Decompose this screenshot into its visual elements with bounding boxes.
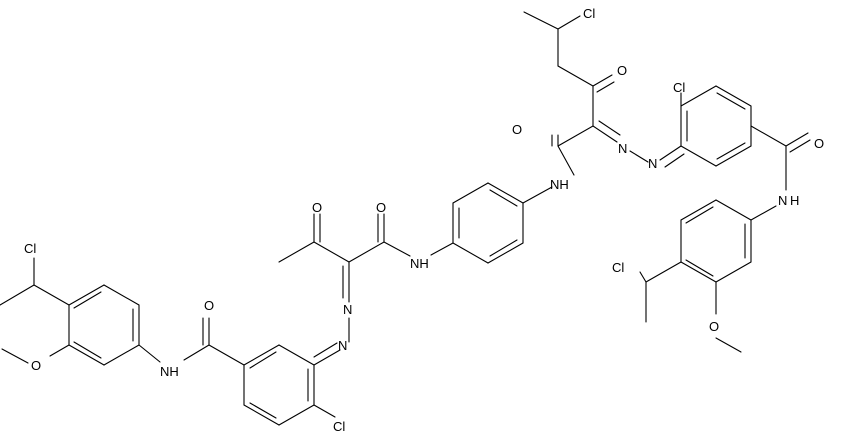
cl-right-chloroethyl-label: Cl — [612, 260, 624, 275]
o-right-methoxy-label: O — [709, 319, 719, 334]
o-top-ketone-label: O — [617, 63, 627, 78]
o-right-amide1-label: O — [512, 122, 522, 137]
nh-left-amide2-label: NH — [160, 364, 179, 379]
o-left-ketone-label: O — [312, 200, 322, 215]
azo-n-left-2: N — [338, 338, 347, 353]
bond-lines — [0, 11, 811, 426]
nh-right-amide1-label: NH — [550, 177, 569, 192]
cl-left-chloroethyl-label: Cl — [24, 241, 36, 256]
azo-n-right-1: N — [618, 141, 627, 156]
o-left-amide2-label: O — [204, 298, 214, 313]
cl-ring-left-label: Cl — [333, 419, 345, 434]
cl-ring-right-label: Cl — [673, 80, 685, 95]
o-left-methoxy-label: O — [31, 358, 41, 373]
h-right-amide2-label: H — [790, 193, 799, 208]
n-right-amide2-label: N — [778, 193, 787, 208]
azo-n-right-2: N — [648, 156, 657, 171]
nh-left-amide1-label: NH — [410, 256, 429, 271]
azo-n-left-1: N — [343, 302, 352, 317]
o-left-amide1-label: O — [376, 200, 386, 215]
cl-top-label: Cl — [583, 6, 595, 21]
o-right-amide2-label: O — [814, 136, 824, 151]
atom-labels: Cl Cl O O NH O N H Cl O O O NH Cl O O NH… — [24, 6, 824, 434]
